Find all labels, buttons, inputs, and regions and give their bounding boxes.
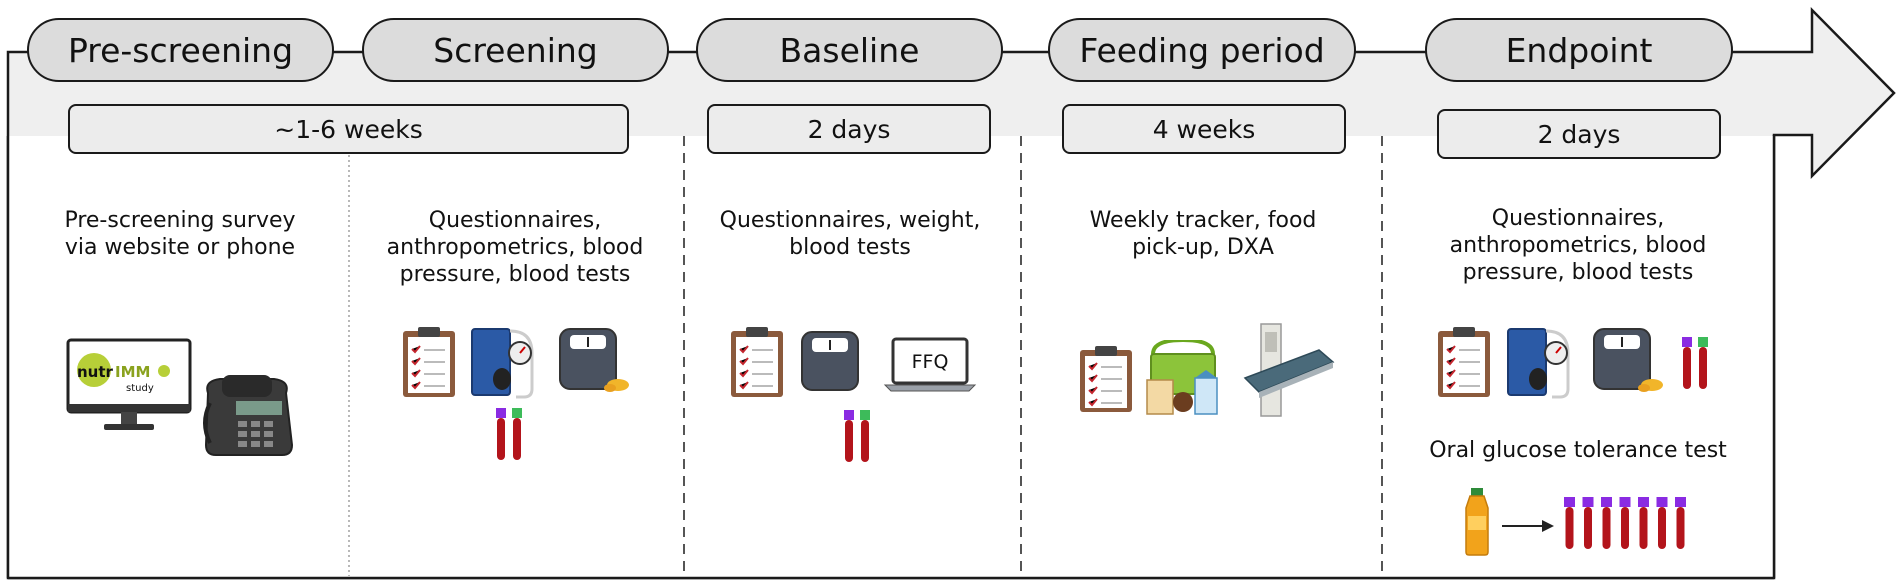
desc-line: Pre-screening survey: [64, 208, 296, 233]
blood-tube-icon: [1656, 497, 1668, 549]
blood-tube-icon: [1619, 497, 1631, 549]
weighing-scale-icon: [801, 331, 859, 391]
telephone-icon: [203, 375, 294, 456]
blood-tube-icon: [1601, 497, 1612, 549]
endpoint-description: Questionnaires, anthropometrics, blood p…: [1428, 205, 1728, 286]
duration-feeding: 4 weeks: [1062, 104, 1346, 154]
dxa-scanner-icon: [1243, 323, 1335, 417]
desc-line: pressure, blood tests: [399, 262, 631, 287]
logo-text-study: study: [126, 383, 154, 394]
logo-text-nutr: nutr: [77, 363, 114, 381]
feeding-description: Weekly tracker, food pick-up, DXA: [1053, 207, 1353, 261]
blood-tube-icon: [1682, 337, 1708, 389]
weighing-scale-icon: [559, 328, 629, 392]
food-basket-icon: [1146, 340, 1218, 415]
desc-line: anthropometrics, blood: [386, 235, 644, 260]
clipboard-icon: [731, 327, 783, 397]
blood-tube-icon: [844, 410, 870, 462]
desc-line: via website or phone: [64, 235, 296, 260]
clipboard-icon: [1438, 327, 1490, 397]
blood-pressure-cuff-icon: [1507, 328, 1570, 399]
phase-endpoint: Endpoint: [1425, 18, 1733, 82]
phase-feeding-period: Feeding period: [1048, 18, 1356, 82]
clipboard-icon: [403, 327, 455, 397]
blood-tube-icon: [1582, 497, 1594, 549]
blood-tube-icon: [1675, 497, 1686, 549]
ffq-label: FFQ: [912, 351, 949, 373]
blood-pressure-cuff-icon: [471, 328, 534, 399]
duration-baseline: 2 days: [707, 104, 991, 154]
blood-tube-icon: [496, 408, 522, 460]
ogtt-label: Oral glucose tolerance test: [1429, 438, 1727, 463]
logo-text-imm: IMM: [115, 363, 150, 381]
arrow-right-icon: [1502, 520, 1554, 532]
desc-line: pressure, blood tests: [1462, 260, 1694, 285]
clipboard-icon: [1080, 346, 1132, 412]
desc-line: Questionnaires, weight,: [719, 208, 981, 233]
computer-monitor-icon: nutr IMM study: [66, 338, 192, 430]
weighing-scale-icon: [1593, 328, 1663, 392]
phase-screening: Screening: [362, 18, 669, 82]
phase-pre-screening: Pre-screening: [27, 18, 334, 82]
desc-line: blood tests: [789, 235, 911, 260]
duration-endpoint: 2 days: [1437, 109, 1721, 159]
phase-baseline: Baseline: [696, 18, 1003, 82]
desc-line: Questionnaires,: [428, 208, 602, 233]
prescreening-description: Pre-screening survey via website or phon…: [30, 207, 330, 261]
desc-line: anthropometrics, blood: [1449, 233, 1707, 258]
duration-prescreening-screening: ~1-6 weeks: [68, 104, 629, 154]
laptop-icon: FFQ: [883, 337, 977, 392]
baseline-description: Questionnaires, weight, blood tests: [700, 207, 1000, 261]
desc-line: Weekly tracker, food: [1089, 208, 1317, 233]
ogtt-blood-tubes: [1564, 497, 1686, 549]
blood-tube-icon: [1564, 497, 1575, 549]
desc-line: Questionnaires,: [1491, 206, 1665, 231]
desc-line: pick-up, DXA: [1132, 235, 1274, 260]
blood-tube-icon: [1638, 497, 1649, 549]
juice-bottle-icon: [1465, 488, 1489, 556]
screening-description: Questionnaires, anthropometrics, blood p…: [365, 207, 665, 288]
